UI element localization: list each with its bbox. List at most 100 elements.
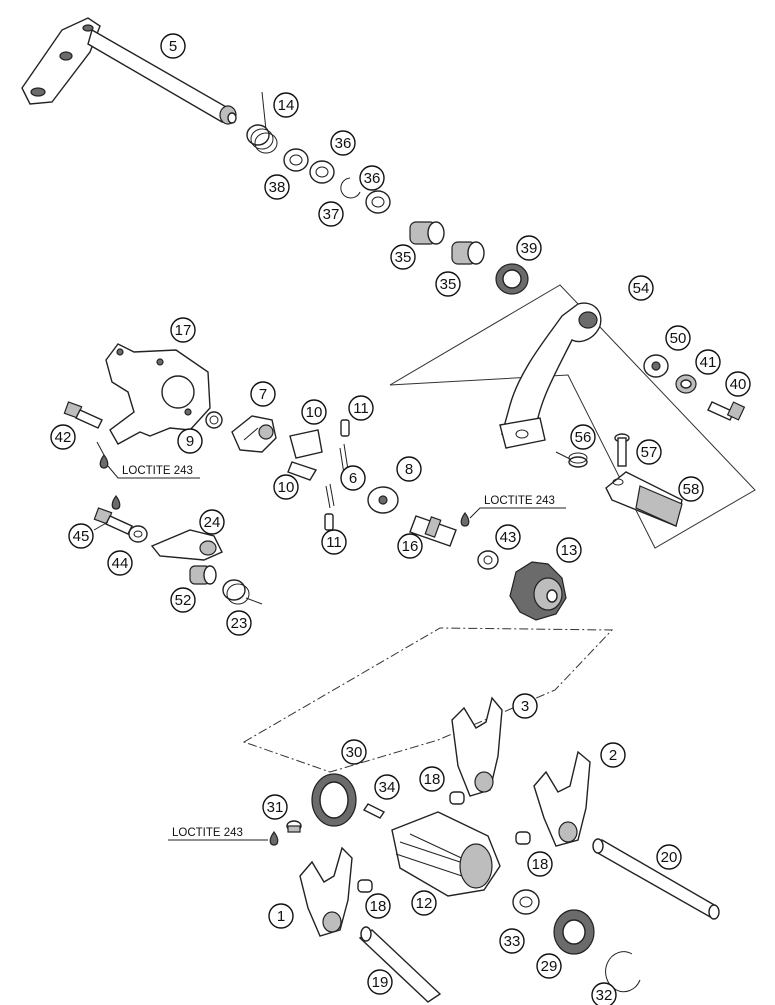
callout-circle (170, 587, 196, 613)
callout-19: 19 (367, 969, 393, 995)
callout-circle (340, 465, 366, 491)
callout-circle (160, 33, 186, 59)
callout-number: 29 (541, 958, 558, 975)
callout-number: 34 (379, 779, 396, 796)
callout-number: 7 (259, 386, 267, 403)
callout-circle (397, 533, 423, 559)
callout-number: 3 (521, 698, 529, 715)
callout-circle (226, 610, 252, 636)
callout-circle (570, 424, 596, 450)
part-35-needle-bearing-a (409, 221, 445, 245)
callout-number: 30 (346, 744, 363, 761)
callout-number: 39 (521, 240, 538, 257)
callout-42: 42 (50, 424, 76, 450)
callout-circle (330, 130, 356, 156)
callout-35: 35 (390, 244, 416, 270)
part-8-washer (367, 486, 399, 514)
callout-37: 37 (318, 201, 344, 227)
callout-number: 35 (395, 249, 412, 266)
callout-14: 14 (273, 92, 299, 118)
callout-circle (695, 349, 721, 375)
callout-number: 16 (402, 538, 419, 555)
part-6-spring-b (325, 483, 335, 509)
callout-number: 45 (73, 528, 90, 545)
callout-number: 18 (532, 856, 549, 873)
callout-5: 5 (160, 33, 186, 59)
part-38-washer (283, 148, 309, 172)
leader-lines (93, 427, 259, 531)
callout-circle (68, 523, 94, 549)
callout-number: 20 (661, 849, 678, 866)
callout-52: 52 (170, 587, 196, 613)
callout-number: 32 (596, 987, 613, 1004)
callout-30: 30 (341, 739, 367, 765)
callout-8: 8 (396, 456, 422, 482)
callout-circle (600, 742, 626, 768)
part-10-slide-b (287, 461, 318, 481)
callout-number: 2 (609, 747, 617, 764)
callout-circle (527, 851, 553, 877)
callout-circle (435, 271, 461, 297)
callout-number: 23 (231, 615, 248, 632)
callout-circle (318, 201, 344, 227)
part-31-screw (286, 820, 302, 833)
callout-number: 18 (424, 771, 441, 788)
loctite-note-middle: LOCTITE 243 (460, 495, 566, 527)
callout-number: 43 (500, 529, 517, 546)
callout-number: 12 (416, 895, 433, 912)
callout-number: 50 (670, 330, 687, 347)
part-50-washer (643, 354, 669, 378)
callout-number: 13 (561, 542, 578, 559)
part-36-washer-b (365, 190, 391, 214)
part-9-washer (205, 411, 223, 429)
callout-number: 9 (186, 433, 194, 450)
callout-number: 54 (633, 280, 650, 297)
part-32-circlip (605, 951, 641, 993)
part-41-lock-washer (675, 374, 697, 394)
part-36-washer-a (309, 160, 335, 184)
part-16-stud (409, 515, 457, 547)
callout-number: 33 (504, 933, 521, 950)
callout-number: 10 (306, 404, 323, 421)
callout-circle (636, 439, 662, 465)
part-37-circlip (340, 177, 361, 199)
callout-43: 43 (495, 524, 521, 550)
callout-39: 39 (516, 235, 542, 261)
callout-11: 11 (348, 395, 374, 421)
callout-31: 31 (262, 794, 288, 820)
callout-circle (725, 371, 751, 397)
callout-13: 13 (556, 537, 582, 563)
part-1-shift-fork (299, 846, 353, 937)
part-40-bolt (707, 401, 746, 421)
part-6-spring-a (339, 443, 349, 475)
callout-circle (177, 428, 203, 454)
part-39-seal (495, 263, 529, 295)
callout-number: 36 (335, 135, 352, 152)
callout-circle (499, 928, 525, 954)
part-14-spring (246, 91, 278, 154)
callout-number: 38 (269, 179, 286, 196)
part-3-shift-fork (451, 696, 503, 797)
callout-40: 40 (725, 371, 751, 397)
part-43-washer (477, 550, 499, 570)
callout-circle (359, 165, 385, 191)
callout-number: 18 (370, 898, 387, 915)
part-17-guide-plate (105, 343, 211, 445)
callout-17: 17 (170, 317, 196, 343)
loctite-label-bottom: LOCTITE 243 (172, 827, 243, 839)
callout-circle (367, 969, 393, 995)
loctite-label-middle: LOCTITE 243 (484, 495, 555, 507)
part-30-bearing (311, 773, 357, 827)
part-11-pin-a (340, 419, 350, 437)
callout-number: 11 (353, 400, 369, 417)
callout-number: 44 (112, 555, 129, 572)
callout-circle (656, 844, 682, 870)
part-56-spring (555, 451, 588, 468)
callout-9: 9 (177, 428, 203, 454)
part-54-shift-lever-group (389, 284, 756, 549)
callout-1: 1 (268, 903, 294, 929)
callout-number: 17 (175, 322, 192, 339)
callout-number: 41 (700, 354, 717, 371)
callout-number: 6 (349, 470, 357, 487)
callout-number: 40 (730, 376, 747, 393)
